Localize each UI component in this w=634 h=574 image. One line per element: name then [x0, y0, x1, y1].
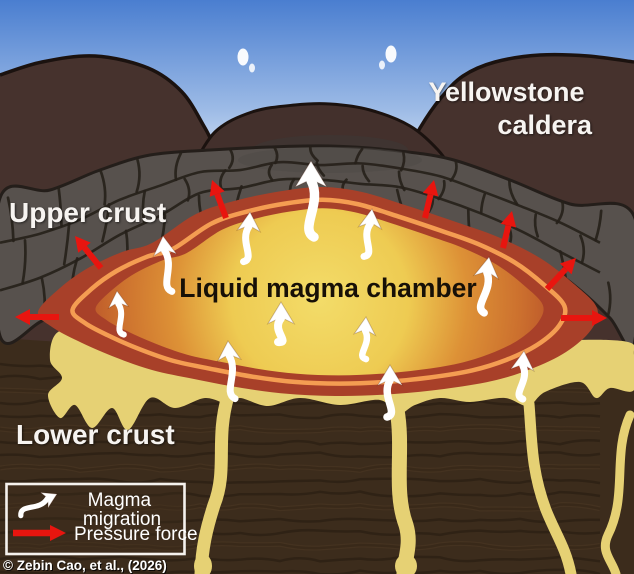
- magma-migration-arrow: [509, 350, 535, 403]
- magma-migration-arrow-icon: [18, 491, 58, 519]
- pressure-force-arrow: [75, 236, 104, 270]
- magma-chamber: [37, 186, 598, 396]
- magma-migration-arrow: [357, 208, 383, 260]
- credit: © Zebin Cao, et al., (2026): [3, 558, 167, 573]
- pressure-force-arrows: [15, 180, 607, 326]
- legend: Magma migration Pressure force: [5, 482, 198, 556]
- magma-migration-arrow: [235, 211, 262, 266]
- pressure-force-arrow: [422, 180, 439, 219]
- magma-migration-arrow: [294, 160, 328, 242]
- magma-migration-arrow: [472, 256, 500, 317]
- label-upper-crust: Upper crust: [9, 197, 166, 228]
- legend-magma-label: Magma migration: [83, 490, 161, 530]
- steam-vents: [237, 45, 397, 73]
- label-lower-crust: Lower crust: [16, 419, 175, 450]
- pressure-force-arrow: [561, 310, 607, 326]
- steam-vent: [237, 48, 255, 73]
- pressure-force-arrow: [13, 525, 66, 541]
- pressure-force-arrow-icon: [13, 525, 66, 541]
- legend-box: [5, 482, 186, 556]
- labels: Yellowstone caldera Upper crust Liquid m…: [9, 77, 593, 450]
- magma-migration-arrow: [107, 290, 130, 338]
- magma-migration-arrow: [266, 301, 296, 347]
- magma-migration-arrow: [152, 235, 178, 295]
- magma-migration-arrow: [376, 364, 404, 421]
- pressure-force-arrow: [209, 180, 229, 220]
- pressure-force-arrow: [544, 258, 576, 292]
- magma-migration-arrow: [216, 340, 243, 403]
- steam-vent: [379, 45, 397, 70]
- magma-migration-arrow: [18, 491, 58, 519]
- magma-migration-arrow: [352, 316, 377, 363]
- label-liquid-magma-chamber: Liquid magma chamber: [179, 273, 476, 303]
- label-yellowstone-caldera: Yellowstone caldera: [428, 77, 593, 140]
- magma-migration-arrows: [107, 160, 535, 421]
- pressure-force-arrow: [500, 211, 517, 249]
- pressure-force-arrow: [15, 309, 59, 325]
- legend-pressure-label: Pressure force: [74, 524, 198, 545]
